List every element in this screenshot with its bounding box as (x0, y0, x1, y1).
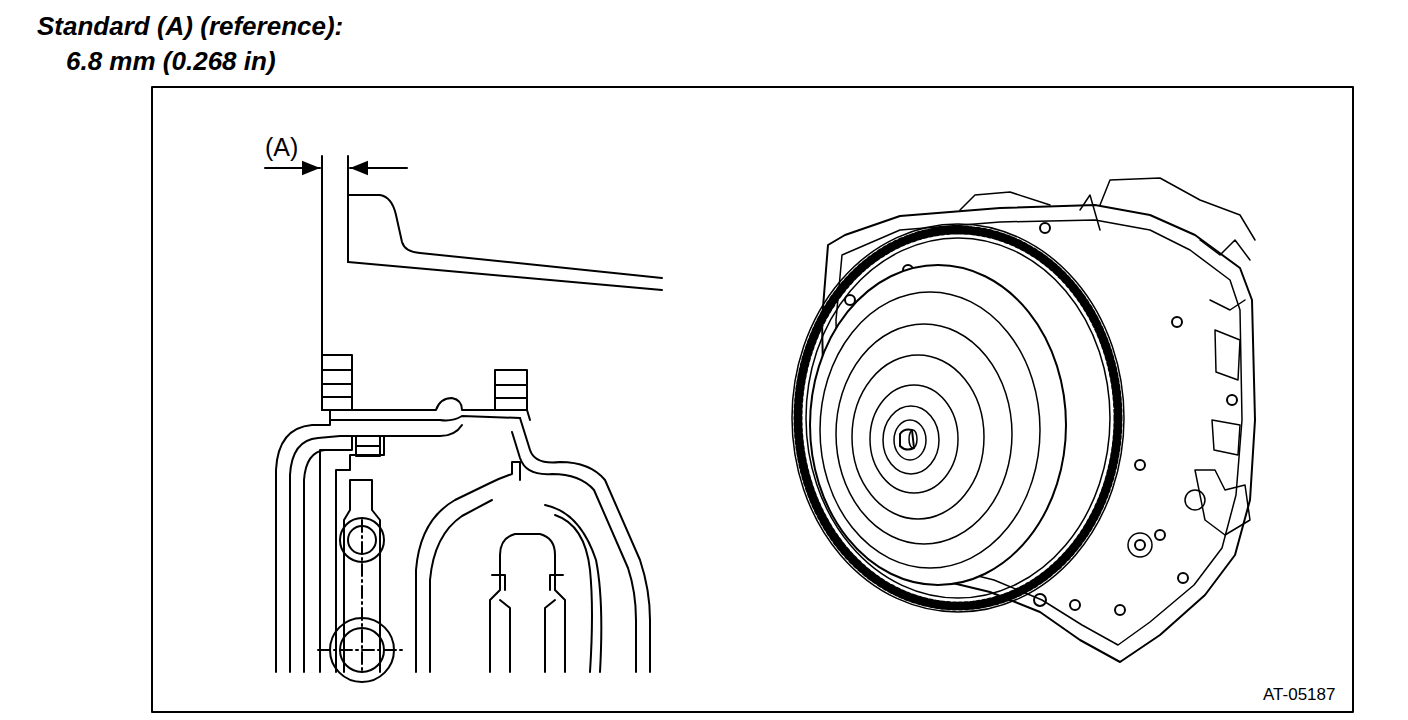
converter-pilot (900, 430, 914, 450)
transmission-illustration (792, 178, 1255, 662)
lockup-piston (336, 436, 384, 672)
ring-gear (322, 355, 352, 410)
ring-gear-teeth (798, 230, 1118, 606)
torque-converter (810, 265, 1066, 585)
housing-face (348, 262, 662, 290)
impeller (545, 505, 601, 672)
figure-frame (152, 87, 1353, 712)
spec-value: 6.8 mm (0.268 in) (66, 48, 276, 74)
damper-spring (344, 480, 380, 672)
dimension-line (350, 167, 407, 169)
dimension-label: (A) (264, 135, 299, 160)
extension-line (347, 156, 349, 262)
dimension-line (265, 167, 320, 169)
converter-shell (520, 418, 650, 672)
cross-section (265, 156, 662, 682)
drive-plate (806, 238, 1110, 598)
turbine (416, 462, 520, 672)
lug (495, 370, 527, 410)
converter-cover (322, 398, 530, 420)
stator-hub (490, 534, 565, 672)
figure-code: AT-05187 (1262, 686, 1336, 703)
spec-heading: Standard (A) (reference): (37, 13, 343, 39)
